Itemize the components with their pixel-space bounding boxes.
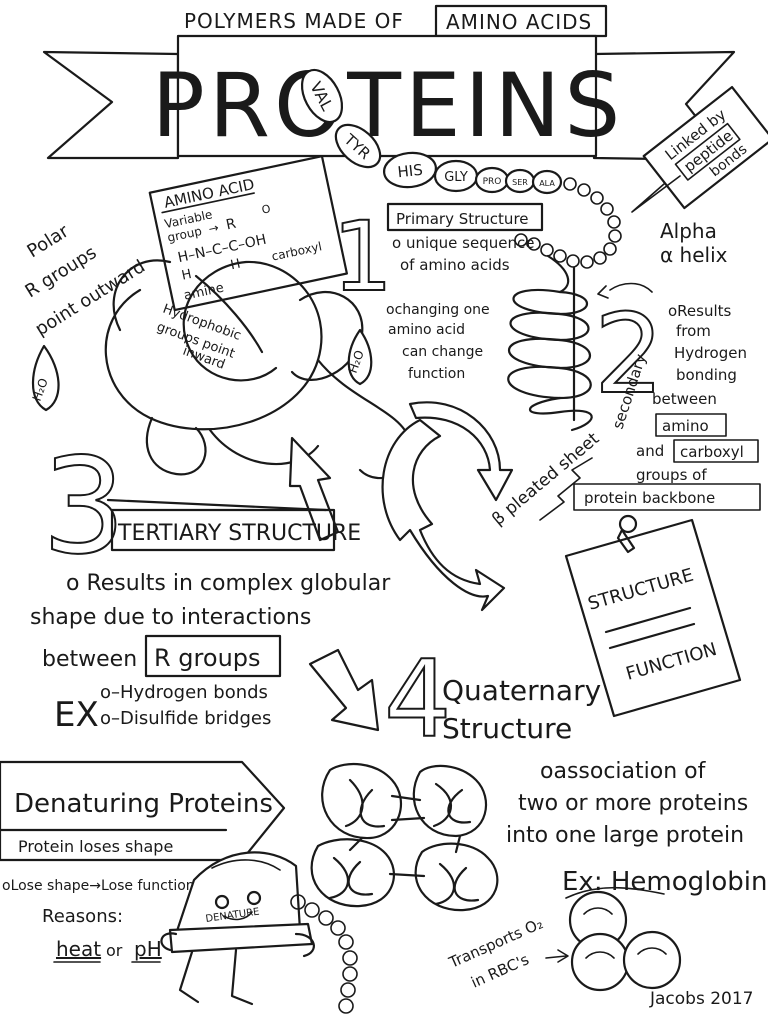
tertiary-fold-drawing: Hydrophobic groups point inward [104,259,514,612]
secondary-backbone: protein backbone [584,489,715,507]
quaternary-desc-3: into one large protein [506,823,744,848]
denaturing-title: Denaturing Proteins [14,789,273,819]
chain-bead-label: PRO [483,177,502,187]
primary-note-2: amino acid [388,322,465,338]
primary-title: Primary Structure [396,210,529,228]
alpha-helix-line1: Alpha [660,219,717,243]
chain-bead-tyr: TYR [334,123,382,169]
carboxyl-box [673,439,759,463]
hanging-bead-strand [290,894,358,1014]
tertiary-ex-2: o–Disulfide bridges [100,708,271,729]
primary-note-1: ochanging one [386,302,490,318]
chain-bead-label: GLY [444,170,468,185]
quaternary-desc-2: two or more proteins [518,791,748,816]
secondary-number: 2 [594,290,664,418]
amino-acid-chain: VAL TYR HIS GLY PRO SER ALA [300,68,622,269]
secondary-amino: amino [662,417,709,435]
secondary-r3: Hydrogen [674,344,747,362]
quaternary-desc-1: oassociation of [540,759,707,784]
backbone-box [573,483,761,511]
primary-desc-1: o unique sequence [392,234,534,252]
amino-box [655,413,727,437]
svg-text:H: H [229,257,242,274]
peptide-box [674,122,741,181]
tertiary-desc-3: between [42,647,137,672]
water-drop-right: H₂O [346,328,373,386]
tertiary-ex-1: o–Hydrogen bonds [100,682,268,703]
primary-desc-2: of amino acids [400,256,510,274]
header-subtitle-boxed: AMINO ACIDS [446,10,592,34]
secondary-r4: bonding [676,366,737,384]
chain-bead-pro: PRO [474,166,510,194]
svg-text:→: → [207,220,220,236]
alpha-helix: Alpha α helix [507,219,728,432]
red-blood-cells [568,890,682,992]
page-title: PROTEINS [152,54,624,157]
linked-note-pointer [631,175,681,213]
tertiary-boxed: R groups [154,644,261,672]
tertiary-title: TERTIARY STRUCTURE [117,521,361,546]
denaturing-or: or [106,941,123,960]
header-subtitle-prefix: POLYMERS MADE OF [184,9,404,33]
chain-bead-label: SER [512,178,528,187]
secondary-r5: between [652,390,717,408]
signature: Jacobs 2017 [649,989,754,1009]
secondary-and: and [636,442,664,460]
quaternary-drawing [310,763,499,912]
tertiary-desc-2: shape due to interactions [30,605,311,630]
amino-acid-o: O [261,202,273,217]
primary-title-box [386,202,544,232]
quaternary-number: 4 [384,638,451,761]
denaturing-heat: heat [56,937,101,961]
denaturing-lose: oLose shape→Lose function [2,878,195,894]
polar-label: Polar R groups point outward [22,220,149,340]
structure-function-note: STRUCTURE FUNCTION [564,514,742,718]
primary-note-3: can change [402,344,483,360]
amino-acid-lower-h: H [180,267,193,284]
linked-note: Linked by peptide bonds [631,85,768,213]
chain-bead-val: VAL [300,68,344,124]
denature-iron: DENATURE [160,851,315,1006]
quaternary-description: oassociation of two or more proteins int… [445,759,767,992]
tertiary-description: o Results in complex globular shape due … [30,571,391,735]
water-drop-left: H₂O [30,344,60,412]
tertiary-ex: EX [54,695,99,735]
chain-small-beads [514,177,622,269]
header-section: POLYMERS MADE OF AMINO ACIDS PROTEINS [42,4,736,162]
r-groups-box [144,634,282,678]
chain-bead-ser: SER [504,168,536,194]
denaturing-ph: pH [134,937,162,961]
secondary-r1: oResults [668,302,732,320]
tertiary-heading: 3 TERTIARY STRUCTURE [41,429,361,585]
title-banner [176,34,598,158]
tertiary-title-box [110,508,336,552]
secondary-structure: 2 secondary oResults from Hydrogen bondi… [488,289,761,530]
denaturing-banner [0,760,286,862]
tertiary-number: 3 [42,430,126,584]
denaturing-section: Denaturing Proteins Protein loses shape … [0,760,286,963]
denaturing-subtitle: Protein loses shape [18,837,173,856]
chain-bead-gly: GLY [433,159,479,193]
amino-acid-r: R [225,216,238,234]
secondary-r2: from [676,322,711,340]
alpha-helix-line2: α helix [660,243,728,267]
linked-note-card [642,85,768,210]
secondary-carboxyl: carboxyl [680,443,744,461]
denaturing-reasons: Reasons: [42,906,123,927]
chain-bead-his: HIS [382,151,438,189]
chain-bead-label: HIS [397,161,424,182]
chain-bead-label: ALA [539,179,555,188]
secondary-groups-of: groups of [636,466,707,484]
quaternary-heading: 4 Quaternary Structure [308,637,601,762]
quaternary-title-2: Structure [442,712,572,745]
primary-note-4: function [408,366,465,382]
chain-bead-ala: ALA [531,169,563,195]
amino-acid-box: AMINO ACID Variable group → R O H–N–C–C–… [148,155,348,312]
quaternary-title-1: Quaternary [442,674,601,707]
tertiary-desc-1: o Results in complex globular [66,571,391,596]
